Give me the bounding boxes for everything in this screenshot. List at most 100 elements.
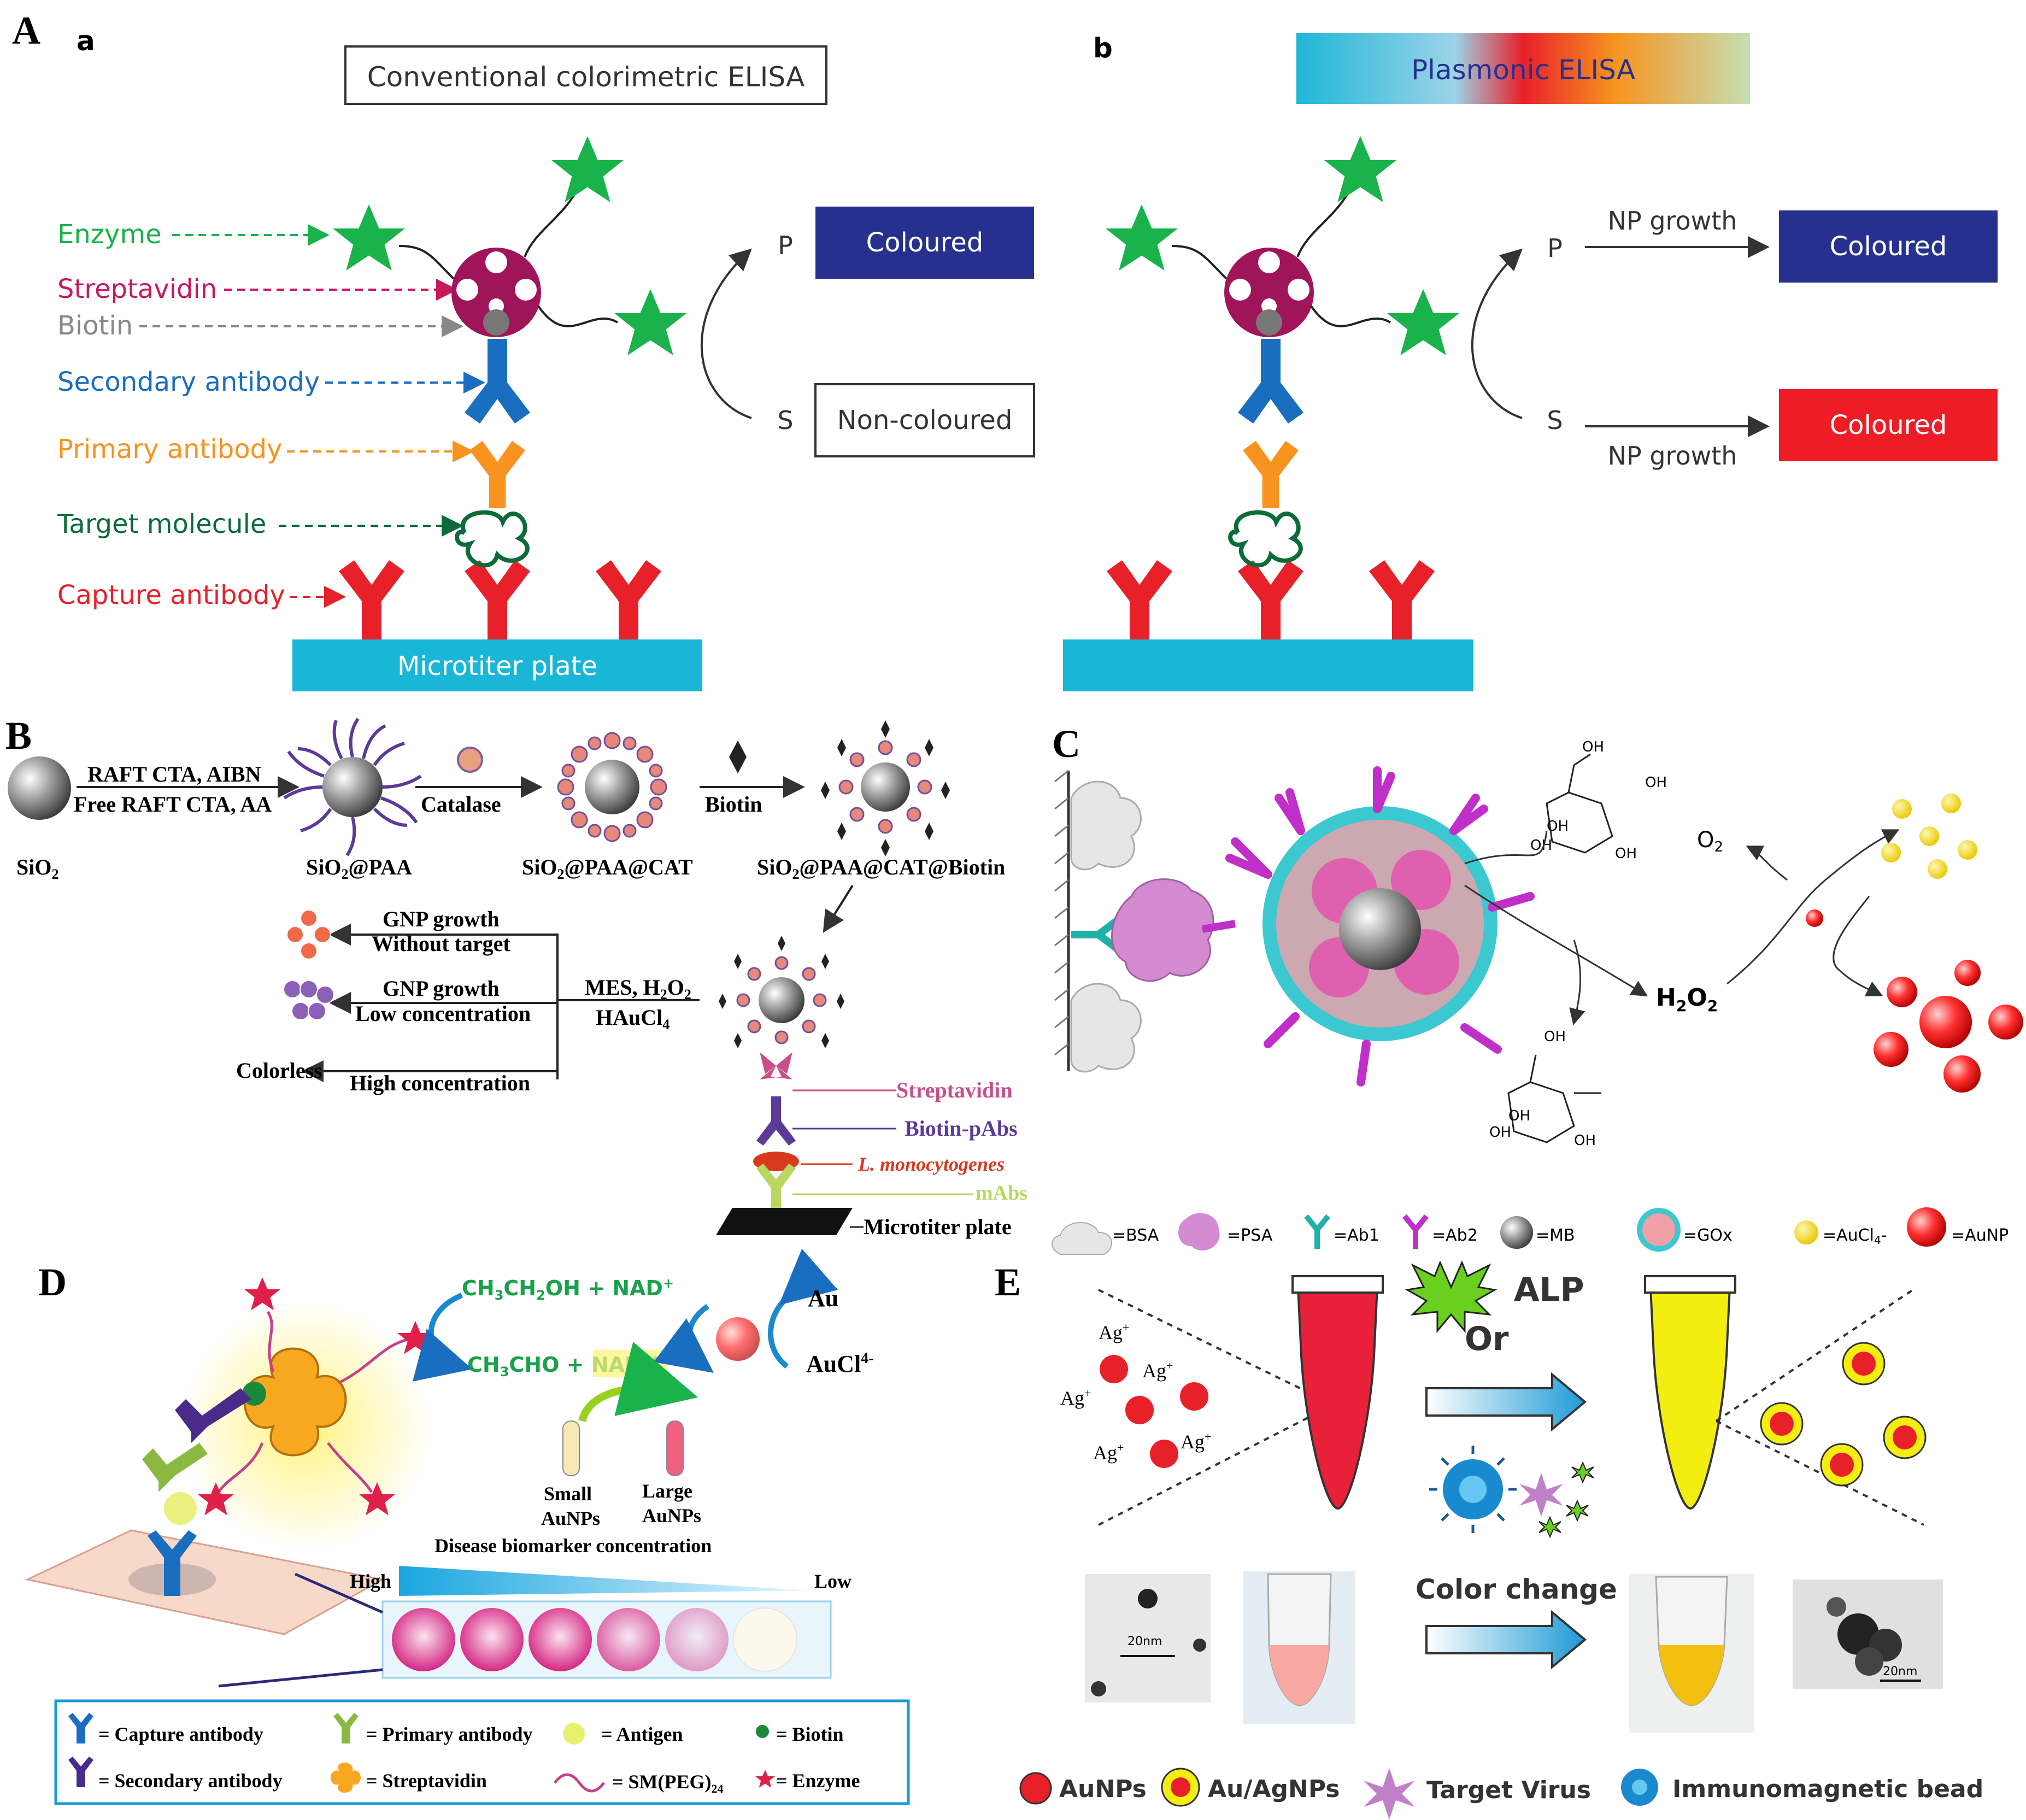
mes-label: MES, H2O2 bbox=[585, 975, 691, 1002]
legend-c-bsa: =BSA bbox=[1112, 1226, 1159, 1245]
gox-cluster bbox=[1225, 766, 1535, 1087]
sio2-sphere bbox=[8, 756, 71, 820]
sio2-paa-particle bbox=[283, 718, 422, 856]
panel-letter-a: a bbox=[77, 25, 95, 57]
well-5 bbox=[665, 1608, 729, 1671]
sio2-label: SiO2 bbox=[16, 855, 58, 882]
panel-letter-E: E bbox=[995, 1260, 1021, 1304]
noncoloured-label: Non-coloured bbox=[837, 405, 1013, 436]
gluconolactone-molecule bbox=[1507, 1054, 1601, 1143]
ag-2: Ag+ bbox=[1142, 1359, 1173, 1382]
label-primary: Primary antibody bbox=[57, 434, 282, 465]
catalase-icon bbox=[457, 747, 483, 773]
au-label: Au bbox=[808, 1285, 838, 1312]
aunp-seed bbox=[1806, 909, 1823, 927]
legend-peg-icon bbox=[554, 1773, 605, 1793]
bsa-blob-2 bbox=[1070, 983, 1142, 1073]
lmono-label: L. monocytogenes bbox=[858, 1153, 1005, 1175]
label-enzyme: Enzyme bbox=[57, 219, 162, 250]
aunp-e-1 bbox=[1100, 1355, 1128, 1383]
label-capture: Capture antibody bbox=[57, 580, 285, 610]
tube-large-d bbox=[666, 1420, 684, 1476]
microtiter-plate-b bbox=[1063, 639, 1473, 691]
well-4 bbox=[597, 1608, 660, 1671]
tube-red-e bbox=[1296, 1286, 1379, 1510]
coloured-label-a: Coloured bbox=[866, 227, 984, 258]
enzyme-star-b3 bbox=[1387, 289, 1459, 355]
coloured-box-b-blue bbox=[1779, 210, 1998, 283]
ag-5: Ag+ bbox=[1181, 1430, 1211, 1453]
primary-antibody-d bbox=[142, 1443, 208, 1492]
bpabs-label: Biotin-pAbs bbox=[905, 1116, 1018, 1141]
sio2paa-label: SiO2@PAA bbox=[306, 855, 412, 882]
disease-label: Disease biomarker concentration bbox=[434, 1535, 712, 1557]
reaction-curve-a bbox=[700, 248, 752, 419]
plate-label-b: Microtiter plate bbox=[864, 1214, 1012, 1239]
gradient-wedge bbox=[399, 1566, 809, 1596]
or-label: Or bbox=[1465, 1320, 1509, 1358]
legend-e-aunps: AuNPs bbox=[1059, 1775, 1147, 1803]
target-molecule bbox=[455, 510, 530, 568]
biotin-pabs-icon bbox=[756, 1096, 796, 1146]
title-a-box bbox=[344, 45, 827, 105]
target-virus-e bbox=[1519, 1473, 1563, 1517]
raft-label-1: RAFT CTA, AIBN bbox=[87, 762, 261, 786]
sio2paacat-label: SiO2@PAA@CAT bbox=[522, 855, 693, 882]
coloured-label-b-blue: Coloured bbox=[1830, 231, 1947, 262]
legend-d-enzyme: = Enzyme bbox=[776, 1770, 860, 1792]
secondary-antibody-d bbox=[175, 1388, 251, 1443]
capture-antibody-b1 bbox=[1107, 560, 1172, 639]
alp-label: ALP bbox=[1514, 1271, 1584, 1309]
strep-label-b: Streptavidin bbox=[896, 1078, 1013, 1102]
streptavidin-d bbox=[243, 1347, 347, 1457]
oh-7: OH bbox=[1508, 1108, 1530, 1124]
capture-antibody-1 bbox=[339, 560, 404, 639]
color-change-arrow bbox=[1425, 1610, 1587, 1670]
biotin-diamond bbox=[729, 741, 747, 773]
enzyme-star-3 bbox=[614, 289, 686, 355]
capture-antibody-d bbox=[148, 1530, 197, 1596]
title-b: Plasmonic ELISA bbox=[1411, 54, 1635, 86]
well-2 bbox=[460, 1608, 524, 1671]
h2o2-label: H2O2 bbox=[1656, 984, 1718, 1015]
plate-label: Microtiter plate bbox=[397, 651, 597, 682]
ag-4: Ag+ bbox=[1093, 1441, 1124, 1464]
title-a: Conventional colorimetric ELISA bbox=[367, 61, 804, 93]
panel-b: B SiO2 RAFT CTA, AIBN Free RAFT CTA, AA … bbox=[5, 714, 1027, 1239]
legend-e-auagnps: Au/AgNPs bbox=[1208, 1775, 1340, 1803]
panel-letter-b: b bbox=[1093, 32, 1113, 64]
panel-letter-B: B bbox=[5, 714, 32, 758]
biotin bbox=[483, 309, 509, 336]
legend-c-ab2: =Ab2 bbox=[1432, 1226, 1478, 1245]
noncoloured-box bbox=[814, 383, 1035, 457]
aunp-e-2 bbox=[1125, 1396, 1154, 1424]
legend-primary-icon bbox=[333, 1713, 359, 1743]
sio2paacatb-label: SiO2@PAA@CAT@Biotin bbox=[757, 855, 1005, 882]
legend-c-ab1: =Ab1 bbox=[1334, 1226, 1379, 1245]
capture-antibody-b2 bbox=[1238, 560, 1303, 639]
secondary-antibody bbox=[465, 339, 530, 424]
title-b-box bbox=[1296, 33, 1750, 104]
legend-c-psa: =PSA bbox=[1227, 1226, 1273, 1245]
label-streptavidin: Streptavidin bbox=[57, 274, 217, 304]
legend-c: =BSA =PSA =Ab1 =Ab2 =MB =GOx =AuCl4- =Au… bbox=[1052, 1207, 2009, 1255]
legend-c-mb: =MB bbox=[1536, 1226, 1575, 1245]
panel-a: A a b Conventional colorimetric ELISA En… bbox=[12, 9, 1998, 691]
well-6 bbox=[733, 1607, 797, 1672]
hau-label: HAuCl4 bbox=[596, 1005, 670, 1032]
panel-letter-C: C bbox=[1052, 722, 1080, 766]
streptavidin-icon-b bbox=[760, 1052, 792, 1079]
capture-antibody-b3 bbox=[1369, 560, 1435, 639]
aunp-e-3 bbox=[1180, 1382, 1208, 1411]
label-biotin: Biotin bbox=[57, 310, 133, 341]
aunp-cluster bbox=[1874, 960, 2023, 1093]
coloured-label-b-red: Coloured bbox=[1830, 410, 1947, 441]
raft-label-2: Free RAFT CTA, AA bbox=[74, 792, 272, 817]
panel-d: D CH3CH2OH + NAD+ CH3CHO + NADH Au AuCl4… bbox=[25, 1248, 910, 1805]
color-change-label: Color change bbox=[1416, 1574, 1617, 1605]
oh-9: OH bbox=[1574, 1132, 1596, 1149]
well-3 bbox=[528, 1608, 592, 1671]
legend-d-antigen: = Antigen bbox=[601, 1723, 683, 1745]
streptavidin bbox=[451, 248, 541, 337]
